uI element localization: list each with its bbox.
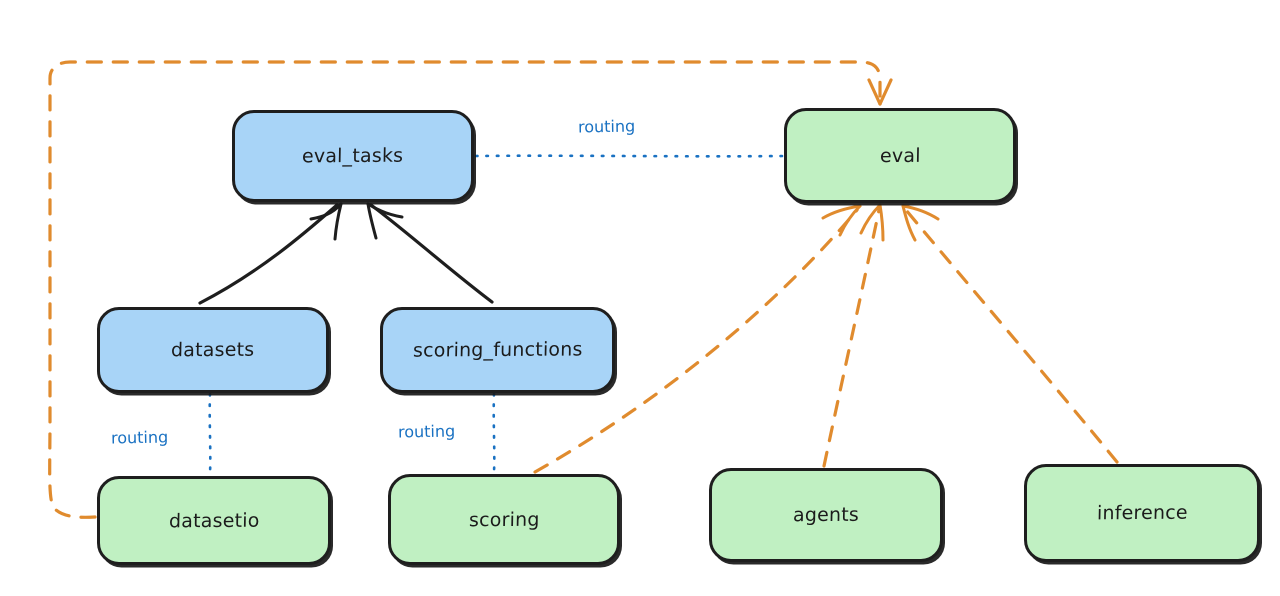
node-eval[interactable]: eval [784, 108, 1016, 203]
edge-label-routing-scoring-functions-scoring: routing [397, 421, 456, 442]
node-inference[interactable]: inference [1024, 464, 1260, 562]
edge-label-routing-datasets-datasetio: routing [110, 427, 169, 448]
node-agents[interactable]: agents [709, 468, 943, 562]
node-scoring-functions[interactable]: scoring_functions [380, 307, 615, 393]
edge-inference-eval [901, 204, 1119, 464]
edge-eval_tasks-eval [474, 154, 784, 158]
node-label: datasetio [168, 509, 260, 532]
node-scoring[interactable]: scoring [388, 474, 620, 565]
node-label: scoring_functions [412, 338, 583, 362]
edge-datasets-eval_tasks [198, 202, 343, 305]
node-datasets[interactable]: datasets [97, 307, 329, 393]
edge-datasets-datasetio [208, 392, 212, 476]
node-label: datasets [171, 338, 255, 362]
edge-scoring_functions-scoring [492, 392, 496, 474]
node-label: scoring [468, 508, 540, 531]
node-datasetio[interactable]: datasetio [97, 476, 331, 565]
edge-scoring_functions-eval_tasks [366, 202, 494, 304]
node-eval-tasks[interactable]: eval_tasks [232, 110, 474, 202]
edge-agents-eval [822, 203, 885, 468]
node-label: inference [1096, 501, 1188, 525]
node-label: eval_tasks [302, 144, 404, 168]
node-label: agents [792, 503, 860, 527]
node-label: eval [879, 144, 921, 167]
edge-label-routing-eval-tasks-eval: routing [577, 116, 636, 137]
